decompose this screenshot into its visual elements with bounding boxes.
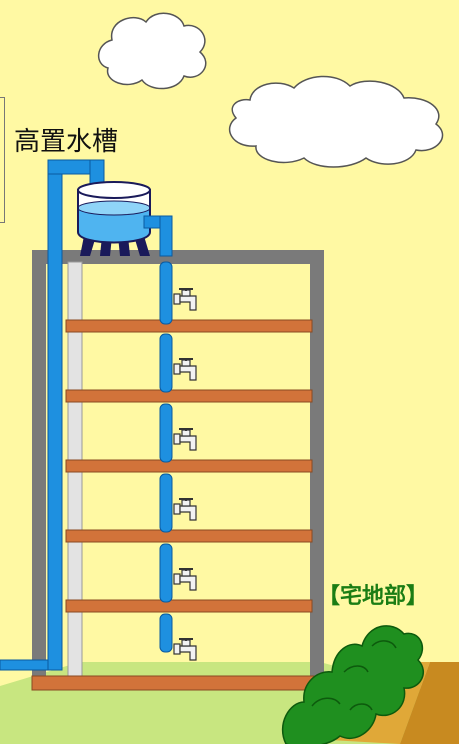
- floor-slab: [65, 599, 313, 613]
- floor-slab: [65, 389, 313, 403]
- elevated-tank-label: 高置水槽: [14, 127, 119, 157]
- residential-zone-label: 【宅地部】: [318, 584, 429, 609]
- water-tank-icon: [77, 181, 151, 256]
- cloud-icon: [98, 12, 207, 90]
- bush-icon: [281, 625, 424, 744]
- floor-slab: [65, 529, 313, 543]
- floor-slabs: [31, 319, 325, 691]
- floor-slab: [31, 675, 325, 691]
- cloud-icon: [229, 75, 444, 168]
- floor-slab: [65, 459, 313, 473]
- building-frame: [32, 250, 324, 691]
- distribution-pipe: [143, 215, 173, 653]
- left-edge-bracket: [0, 97, 5, 223]
- floor-slab: [65, 319, 313, 333]
